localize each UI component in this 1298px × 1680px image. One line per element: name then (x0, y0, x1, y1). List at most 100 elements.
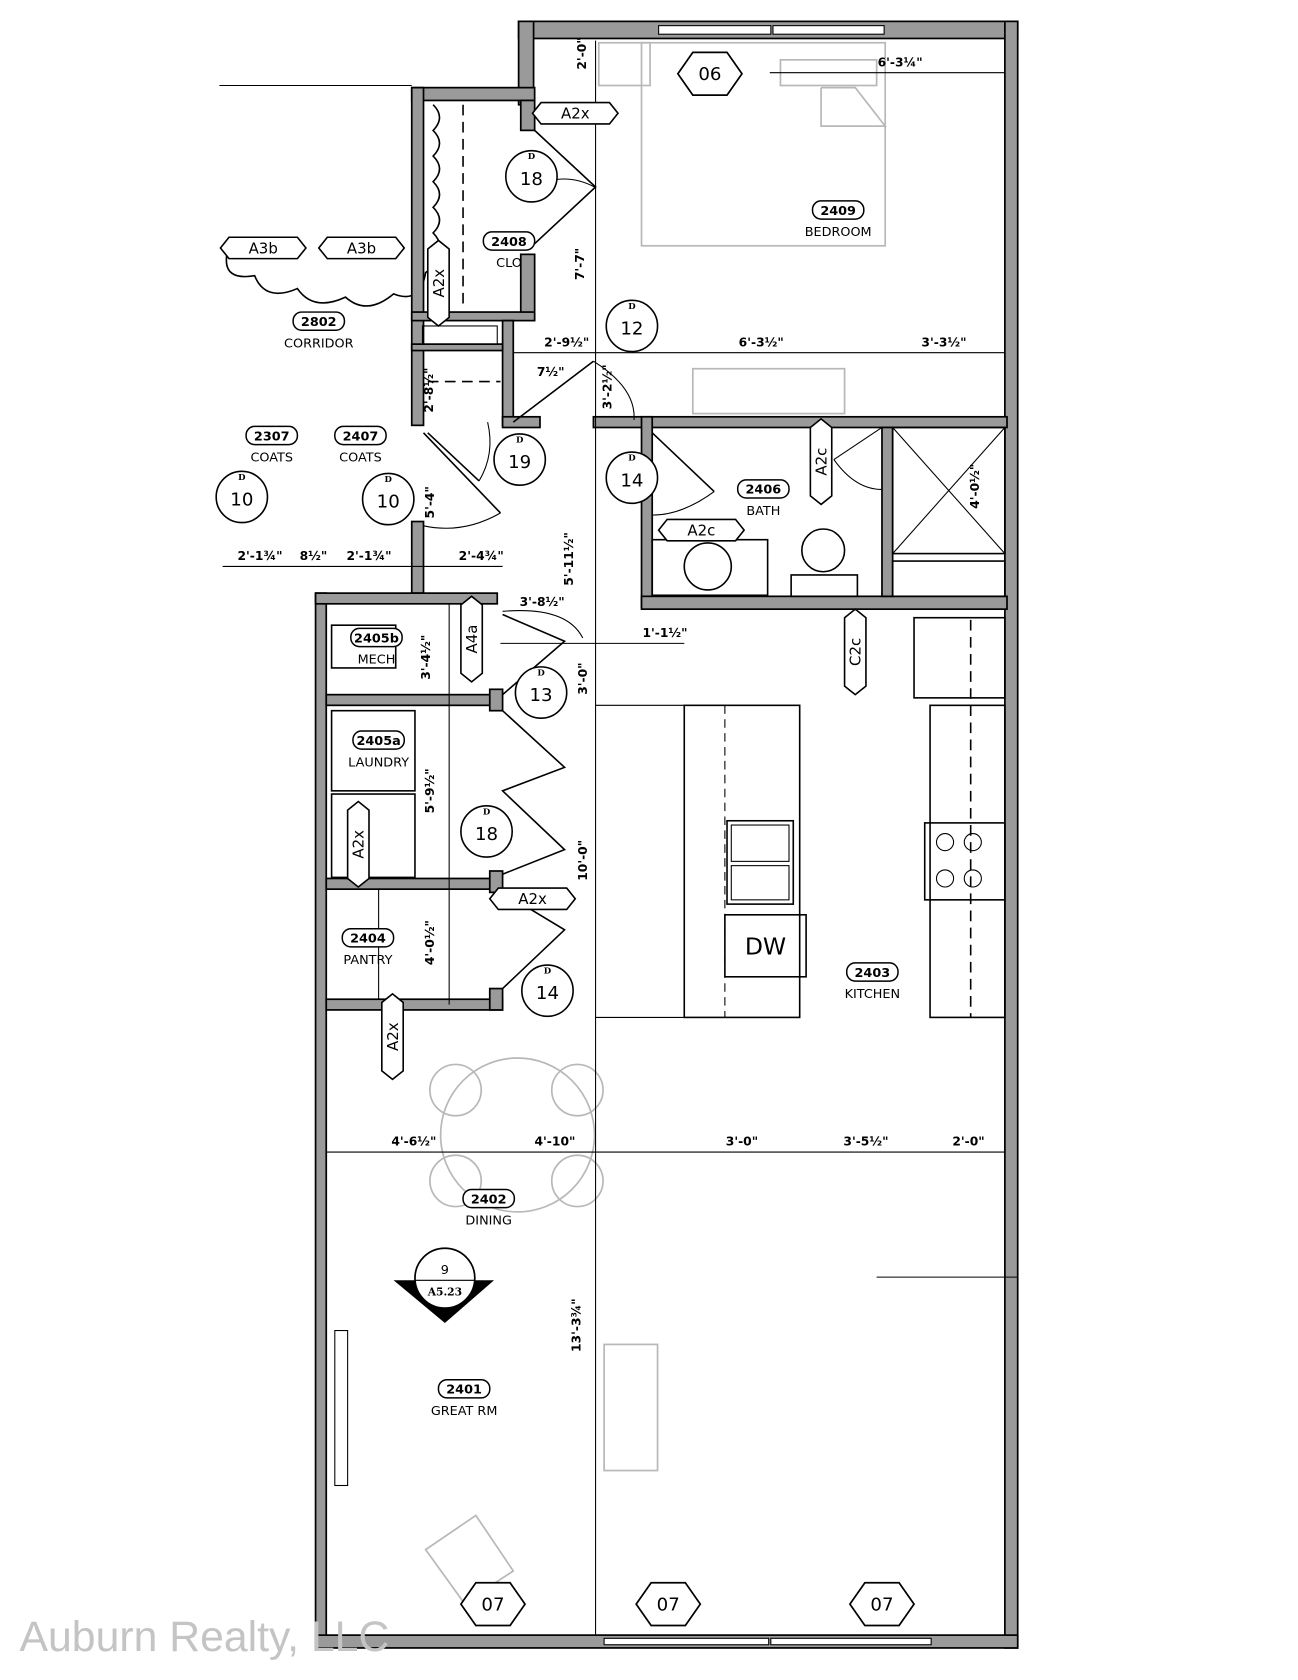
elevation-tag-label: A2x (350, 830, 368, 859)
room-name: COATS (339, 451, 382, 466)
room-number: 2403 (855, 966, 891, 981)
dimension-label: 1'-1½" (642, 626, 687, 640)
elevation-tag: C2c (843, 608, 867, 696)
elevation-tag: A2c (809, 417, 833, 506)
shower (891, 426, 1006, 555)
door-tag-number: 18 (520, 169, 543, 190)
room-number: 2405b (354, 631, 399, 646)
window-tag-number: 07 (870, 1595, 893, 1616)
kitchen-island (683, 704, 801, 1019)
window-tag-number: 06 (698, 64, 721, 85)
dimension-label: 5'-4" (423, 486, 437, 518)
elevation-tag-label: A2x (430, 269, 448, 298)
tv-console (334, 1330, 349, 1487)
dimension-label: 2'-1¾" (237, 549, 282, 563)
room-number: 2408 (491, 235, 527, 250)
elevation-tag: A2x (346, 800, 370, 889)
dimension-label: 5'-11½" (562, 532, 576, 586)
dimension-label: 6'-3½" (739, 335, 784, 349)
door-tag-prefix: D (628, 454, 636, 464)
door-tag-number: 12 (620, 319, 643, 340)
room-number: 2402 (471, 1192, 507, 1207)
dimension-label: 2'-8½" (422, 368, 436, 413)
dimension-lines (222, 40, 1005, 1636)
door-tag: D 14 (605, 451, 659, 505)
dimension-label: 4'-6½" (391, 1135, 436, 1149)
furniture (334, 41, 887, 1605)
dimension-label: 4'-10" (535, 1135, 576, 1149)
dimension-label: 2'-9½" (544, 335, 589, 349)
room-name: CLO (496, 256, 522, 271)
sink (683, 542, 733, 591)
door-tag-number: 14 (620, 470, 643, 491)
counter (929, 704, 1006, 1019)
room-name: KITCHEN (845, 987, 901, 1002)
section-marker: 9 A5.23 (393, 1247, 495, 1324)
dimension-label: 2'-1¾" (346, 549, 391, 563)
dining-chair (550, 1154, 604, 1208)
dimension-label: 6'-3¼" (878, 55, 923, 69)
room-name: PANTRY (343, 953, 392, 968)
door-tag: D 10 (215, 470, 269, 524)
door-tag-number: 18 (475, 824, 498, 845)
dimension-label: 3'-2½" (601, 364, 615, 409)
door-tag-number: 13 (530, 685, 553, 706)
dimension-label: 2'-0" (952, 1135, 984, 1149)
door-tag-number: 10 (377, 492, 400, 513)
elevation-tag: A2x (531, 101, 620, 125)
elevation-tag: A2x (381, 992, 405, 1081)
dishwasher-label: DW (745, 932, 786, 960)
door-tag-prefix: D (528, 152, 536, 162)
room-name: BEDROOM (805, 225, 872, 240)
room-name: MECH (358, 653, 396, 668)
dimension-label: 7½" (537, 365, 565, 379)
kitchen-sink (726, 819, 795, 905)
door-tag-prefix: D (385, 475, 393, 485)
window (770, 1637, 932, 1646)
door-tag: D13 (514, 666, 568, 719)
fixtures (330, 104, 1018, 1278)
window (603, 1637, 770, 1646)
toilet (801, 528, 846, 573)
window (772, 25, 885, 35)
elevation-tag-label: A4a (463, 625, 481, 654)
dining-chair (550, 1063, 604, 1117)
corridor-revision-cloud (219, 84, 436, 307)
elevation-tag: A2c (657, 518, 746, 542)
room-number: 2307 (254, 429, 290, 444)
door-tag-prefix: D (516, 435, 524, 445)
dresser (691, 367, 846, 415)
dimension-label: 7'-7" (573, 248, 587, 280)
window-tag: 06 (676, 51, 744, 96)
window-tag-number: 07 (657, 1595, 680, 1616)
dimension-label: 4'-0½" (968, 464, 982, 509)
elevation-tag-label: C2c (847, 638, 865, 666)
window-tag-number: 07 (481, 1595, 504, 1616)
dimension-label: 10'-0" (576, 840, 590, 881)
door-tag: D14 (521, 964, 574, 1018)
elevation-tag: A3b (317, 236, 406, 260)
dimension-label: 13'-3¾" (570, 1298, 584, 1352)
window-tag: 07 (459, 1581, 527, 1627)
dining-chair (429, 1063, 483, 1117)
room-name: BATH (746, 504, 780, 519)
dishwasher (724, 914, 807, 978)
dining-table (439, 1057, 596, 1213)
bed (640, 41, 887, 247)
door-tag-prefix: D (238, 473, 246, 483)
elevation-tag: A2x (488, 887, 577, 911)
door-tag: D 18 (504, 149, 558, 203)
room-name: LAUNDRY (348, 755, 409, 770)
door-tag-number: 10 (230, 489, 253, 510)
nightstand (597, 41, 651, 87)
